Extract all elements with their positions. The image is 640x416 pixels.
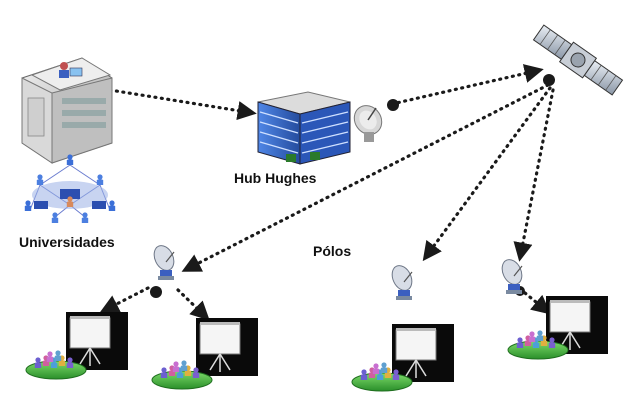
satellite-icon (532, 24, 624, 96)
universities-label: Universidades (19, 234, 115, 250)
link-satellite-to-pole-3 (513, 88, 555, 262)
link-pole1-to-classroom-b (176, 288, 210, 321)
projection-classroom-icon-2 (195, 317, 259, 377)
link-pole3-to-classroom (523, 291, 551, 315)
link-satellite-to-pole-1 (181, 83, 550, 272)
projection-classroom-icon-3 (391, 323, 455, 383)
university-building-icon (21, 57, 113, 164)
hub-label: Hub Hughes (234, 170, 317, 186)
network-people-icon (24, 154, 116, 223)
link-hub-to-satellite (390, 64, 544, 106)
connection-lines (99, 64, 555, 321)
projection-classroom-icon-1 (65, 311, 129, 371)
link-satellite-to-pole-2 (422, 86, 552, 262)
pole-dish-icon-1 (149, 241, 179, 281)
pole-dish-icon-2 (387, 261, 417, 301)
hub-building-icon (257, 91, 351, 165)
link-pole1-to-classroom-a (99, 286, 150, 313)
poles-label: Pólos (313, 243, 352, 259)
satellite-dish-icon (353, 105, 383, 142)
link-university-to-hub (108, 88, 257, 121)
